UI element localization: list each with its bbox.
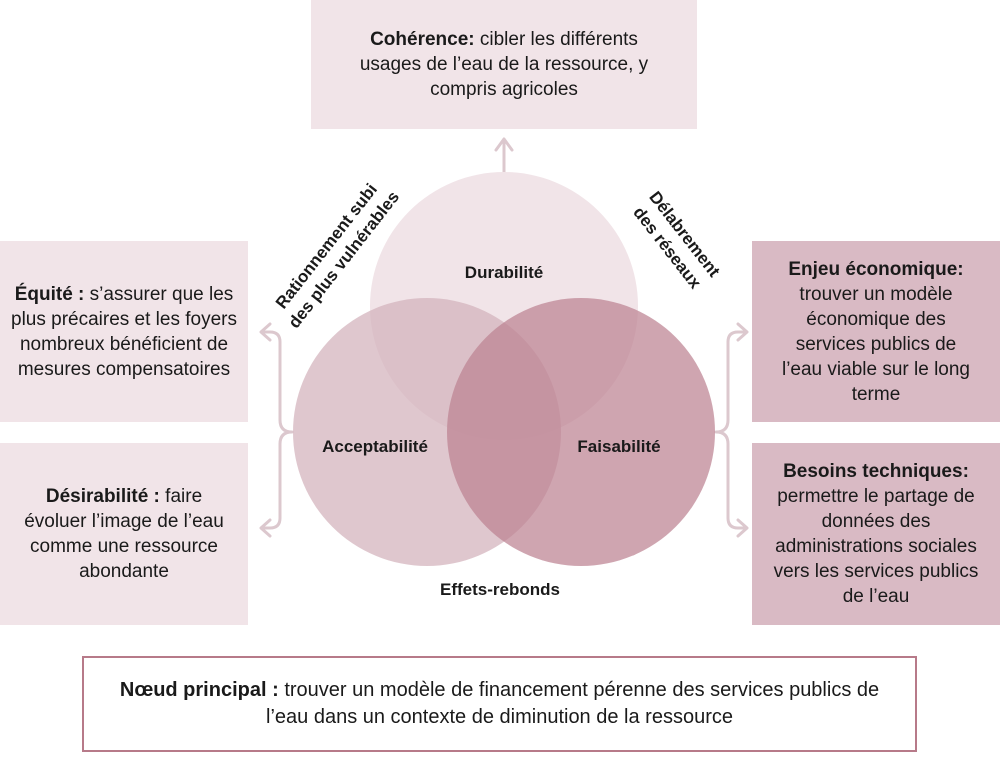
coherence-text: cibler les différents usages de l’eau de… [359, 29, 649, 100]
main-knot-box: Nœud principal : trouver un modèle de fi… [82, 656, 917, 752]
right-tension-label: Délabrement des réseaux [629, 188, 723, 293]
equity-title: Équité : [14, 283, 85, 305]
economic-text: trouver un modèle économique des service… [781, 283, 970, 405]
feasibility-label: Faisabilité [577, 437, 660, 456]
durability-label: Durabilité [465, 263, 543, 282]
desirability-box: Désirabilité : faire évoluer l’image de … [0, 443, 248, 625]
desirability-text: faire évoluer l’image de l’eau comme une… [24, 486, 224, 582]
economic-box: Enjeu économique: trouver un modèle écon… [752, 241, 1000, 422]
acceptability-label: Acceptabilité [322, 437, 428, 456]
arrow-up [494, 137, 514, 177]
left-brace [259, 322, 294, 538]
main-knot-title: Nœud principal : [119, 679, 279, 701]
technical-title: Besoins techniques: [783, 461, 969, 482]
technical-box: Besoins techniques: permettre le partage… [752, 443, 1000, 625]
equity-text: s’assurer que les plus précaires et les … [11, 283, 237, 380]
economic-title: Enjeu économique: [788, 258, 964, 280]
rebound-effects-label: Effets-rebonds [440, 580, 560, 599]
technical-text: permettre le partage de données des admi… [773, 486, 979, 607]
coherence-title: Cohérence: [370, 29, 475, 50]
main-knot-text: trouver un modèle de financement pérenne… [266, 679, 880, 728]
right-brace [714, 322, 749, 538]
arrows [259, 137, 749, 538]
feasibility-circle [447, 298, 715, 566]
coherence-box: Cohérence: cibler les différents usages … [311, 0, 697, 129]
equity-box: Équité : s’assurer que les plus précaire… [0, 241, 248, 422]
desirability-title: Désirabilité : [45, 486, 160, 507]
